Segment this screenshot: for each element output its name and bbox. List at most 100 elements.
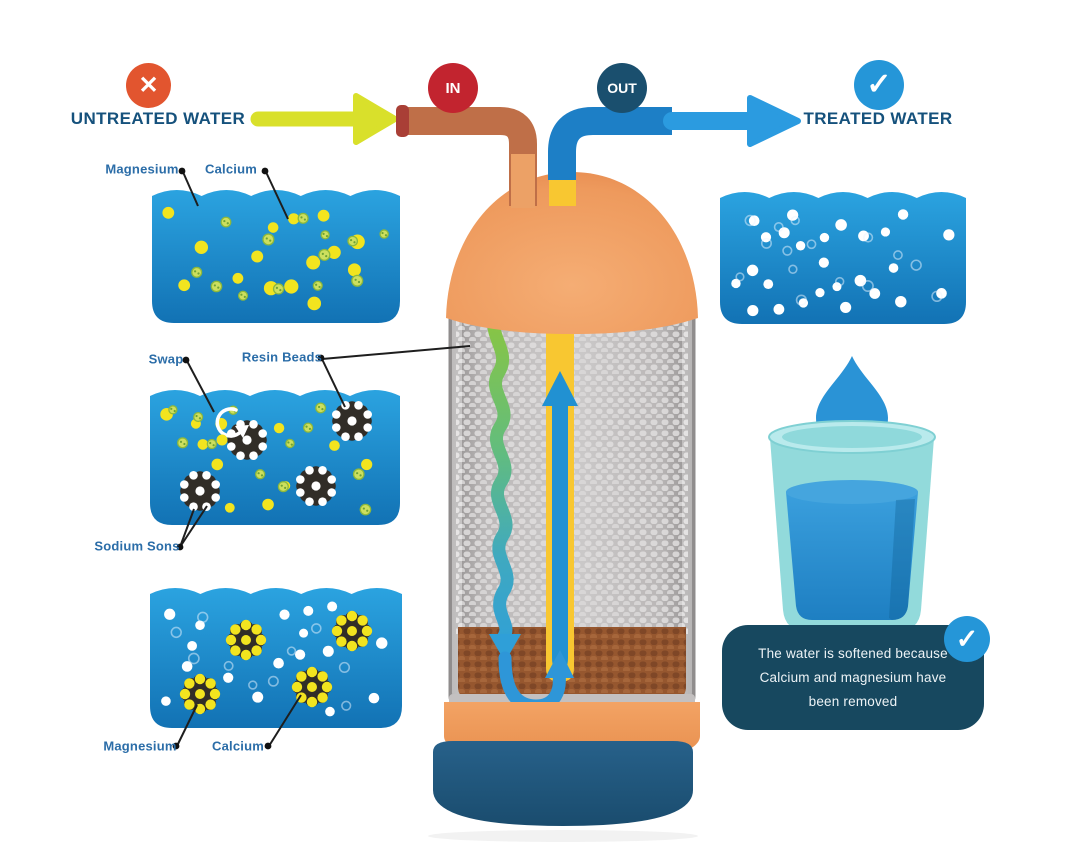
calcium-ion-dot	[262, 498, 274, 511]
faint-ion-dot	[187, 652, 200, 665]
faint-ion-dot	[788, 264, 798, 274]
sodium-ion-dot	[322, 645, 334, 657]
check-icon: ✓	[955, 623, 979, 654]
magnesium-ion-dot	[193, 411, 204, 423]
faint-ion-dot	[735, 272, 745, 282]
outlet-pipe	[548, 107, 672, 206]
sodium-ion-dot	[819, 232, 830, 243]
sodium-ion-dot	[327, 601, 338, 612]
sodium-ion-dot	[252, 691, 264, 703]
magnesium-ion-dot	[210, 280, 223, 293]
sodium-ion-dot	[840, 301, 852, 314]
magnesium-ion-dot	[351, 274, 364, 287]
faint-ion-dot	[773, 222, 784, 233]
faint-ion-dot	[893, 250, 903, 260]
resin-bead	[291, 666, 333, 708]
magnesium-ion-dot	[237, 290, 249, 301]
faint-ion-dot	[760, 237, 772, 249]
faint-ion-dot	[170, 626, 182, 639]
magnesium-ion-dot	[352, 468, 365, 481]
calcium-ion-dot	[211, 458, 224, 471]
calcium-ion-dot	[162, 206, 175, 219]
callout-line: been removed	[808, 693, 898, 709]
magnesium-ion-dot	[168, 405, 178, 415]
calcium-ion-dot	[194, 240, 209, 255]
sodium-ion-dot	[368, 692, 380, 704]
glass-of-water	[768, 356, 936, 631]
calcium-ion-dot	[224, 502, 235, 513]
resin-bead	[225, 619, 267, 661]
resin-bead	[331, 610, 373, 652]
magnesium-ion-dot	[359, 503, 372, 516]
faint-ion-dot	[248, 680, 258, 690]
ion-exchange-water-box	[150, 390, 400, 525]
faint-ion-dot	[267, 675, 279, 687]
in-badge-label: IN	[445, 79, 461, 97]
label-calcium-top: Calcium	[205, 161, 257, 177]
tank-shadow	[428, 830, 698, 842]
callout-line: Calcium and magnesium have	[759, 669, 947, 685]
riser-tube	[542, 300, 578, 682]
up-flow-arrow	[542, 371, 578, 406]
faint-ion-dot	[782, 245, 793, 256]
sodium-ion-dot	[888, 263, 899, 273]
sodium-ion-dot	[376, 637, 388, 649]
out-badge: OUT	[597, 63, 647, 113]
calcium-ion-dot	[232, 272, 244, 284]
magnesium-ion-dot	[206, 438, 217, 450]
calcium-ion-dot	[178, 279, 191, 292]
faint-ion-dot	[338, 661, 351, 674]
label-calcium-bottom: Calcium	[212, 738, 264, 754]
out-badge-label: OUT	[607, 80, 637, 96]
calcium-ion-dot	[306, 255, 321, 270]
magnesium-ion-dot	[262, 233, 275, 246]
faint-ion-dot	[197, 611, 209, 624]
label-resin-beads: Resin Beads	[241, 349, 323, 365]
untreated-x-icon: ✕	[126, 63, 171, 108]
treated-water-box	[720, 192, 966, 324]
sodium-ion-dot	[895, 295, 907, 308]
in-badge: IN	[428, 63, 478, 113]
calcium-ion-dot	[267, 222, 279, 233]
sodium-ion-dot	[773, 303, 785, 315]
faint-ion-dot	[286, 646, 297, 656]
faint-ion-dot	[790, 215, 800, 226]
treated-arrow-icon	[663, 95, 801, 147]
sodium-ion-dot	[161, 696, 171, 706]
magnesium-ion-dot	[297, 212, 309, 224]
faint-ion-dot	[223, 660, 234, 671]
sodium-ion-dot	[325, 706, 335, 717]
faint-ion-dot	[795, 294, 807, 306]
sodium-ion-dot	[897, 209, 909, 220]
resin-bead	[332, 401, 373, 442]
sodium-ion-dot	[854, 274, 867, 287]
sodium-ion-dot	[832, 282, 842, 292]
magnesium-ion-dot	[272, 283, 285, 295]
sodium-ion-dot	[869, 288, 881, 299]
calcium-ion-dot	[307, 296, 322, 311]
label-swap: Swap	[148, 351, 184, 367]
sodium-ion-dot	[299, 628, 309, 638]
faint-ion-dot	[341, 700, 352, 711]
softener-tank	[428, 172, 700, 842]
magnesium-ion-dot	[320, 230, 330, 240]
magnesium-ion-dot	[191, 266, 203, 278]
faint-ion-dot	[910, 259, 922, 271]
softened-water-box	[150, 588, 402, 728]
sodium-ion-dot	[279, 609, 290, 620]
magnesium-ion-dot	[255, 469, 266, 480]
sodium-ion-dot	[880, 227, 891, 237]
sodium-ion-dot	[164, 608, 176, 620]
magnesium-ion-dot	[220, 216, 232, 228]
sodium-ion-dot	[787, 209, 799, 221]
sodium-ion-dot	[835, 219, 847, 231]
x-icon: ✕	[138, 71, 159, 99]
check-icon: ✓	[866, 68, 892, 101]
calcium-ion-dot	[288, 213, 300, 225]
label-magnesium-bottom: Magnesium	[103, 738, 177, 754]
faint-ion-dot	[835, 276, 845, 287]
calcium-ion-dot	[329, 440, 340, 451]
magnesium-ion-dot	[277, 481, 289, 493]
